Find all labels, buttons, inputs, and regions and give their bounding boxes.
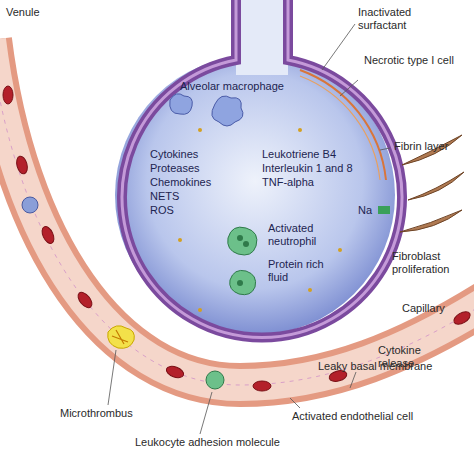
callout-label: Fibroblast proliferation (392, 250, 470, 276)
callout-label: Leaky basal membrane (318, 360, 432, 373)
callout-label: Activated endothelial cell (292, 410, 413, 423)
callout-label: Leukocyte adhesion molecule (135, 436, 280, 449)
callout-label: Fibrin layer (394, 140, 448, 153)
callout-label: Leukotriene B4 (262, 148, 336, 161)
callout-label: Alveolar macrophage (180, 80, 284, 93)
callout-label: Protein rich fluid (268, 258, 338, 284)
callout-label: Na (358, 204, 372, 217)
callout-label: ROS (150, 204, 174, 217)
callout-label: Necrotic type I cell (364, 54, 454, 67)
callout-label: TNF-alpha (262, 176, 314, 189)
callout-label: Chemokines (150, 176, 211, 189)
callout-label: Proteases (150, 162, 200, 175)
callout-label: Activated neutrophil (268, 222, 348, 248)
callout-label: Capillary (402, 302, 445, 315)
callout-label: Cytokines (150, 148, 198, 161)
callout-label: Microthrombus (60, 407, 133, 420)
callout-label: Venule (6, 6, 40, 19)
callout-label: Interleukin 1 and 8 (262, 162, 353, 175)
callout-label: NETS (150, 190, 179, 203)
callout-label: Inactivated surfactant (358, 6, 448, 32)
